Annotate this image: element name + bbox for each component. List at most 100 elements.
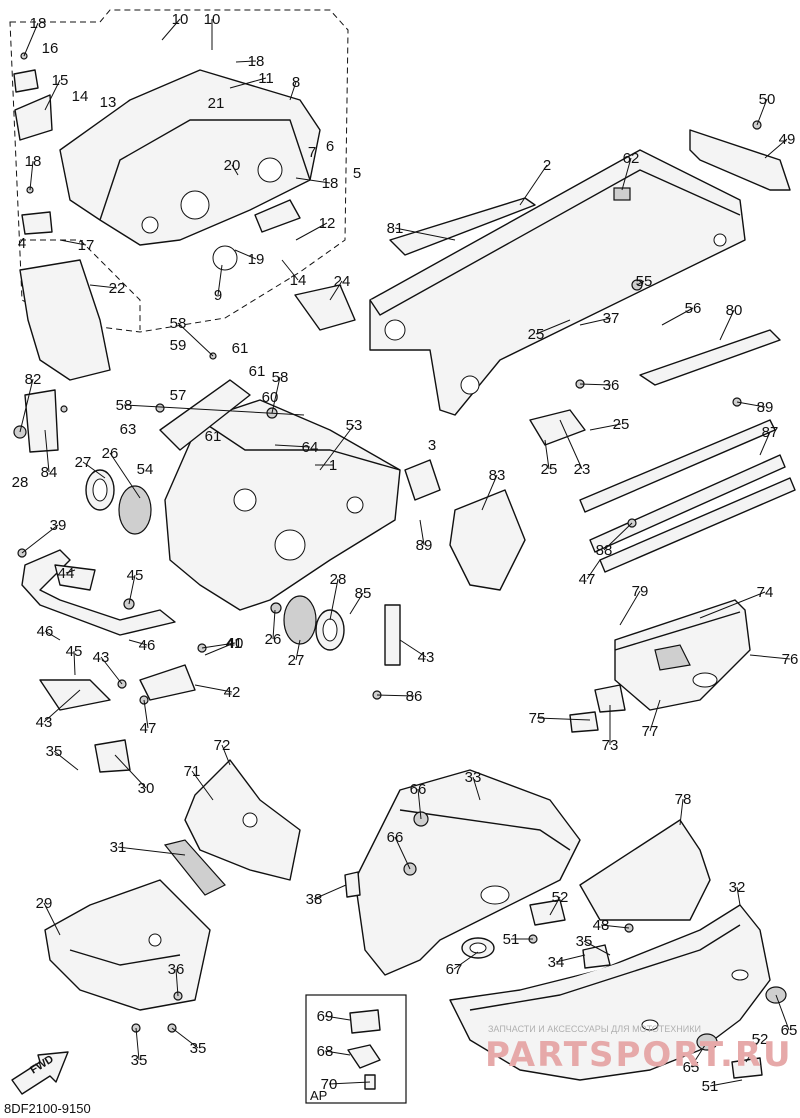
callout-67: 67 <box>446 961 463 978</box>
callout-85: 85 <box>355 585 372 602</box>
callout-21: 21 <box>208 95 225 112</box>
belly-pan-part-29 <box>44 879 211 1011</box>
callout-29: 29 <box>36 895 53 912</box>
callout-10: 10 <box>204 11 221 28</box>
diagram-code: 8DF2100-9150 <box>4 1101 91 1116</box>
callout-56: 56 <box>685 300 702 317</box>
leader-line <box>89 284 118 289</box>
leader-line <box>649 699 661 732</box>
callout-54: 54 <box>137 461 154 478</box>
bracket-part-38 <box>344 871 361 898</box>
leader-line <box>394 227 456 241</box>
group-boundary-lower <box>20 239 141 330</box>
callout-73: 73 <box>602 737 619 754</box>
callout-10: 10 <box>172 11 189 28</box>
callout-8: 8 <box>292 74 300 91</box>
leader-line <box>329 280 343 301</box>
leader-line <box>749 654 791 660</box>
leader-line <box>194 684 233 693</box>
callout-47: 47 <box>579 571 596 588</box>
leader-line <box>44 429 50 473</box>
plate-part-73 <box>594 684 626 713</box>
leader-line <box>123 404 305 416</box>
panel-part-78 <box>579 819 711 921</box>
callout-65: 65 <box>781 1022 798 1039</box>
leader-line <box>281 259 299 281</box>
callout-43: 43 <box>93 649 110 666</box>
callout-15: 15 <box>52 72 69 89</box>
leader-line <box>272 609 276 640</box>
callout-35: 35 <box>190 1040 207 1057</box>
callout-36: 36 <box>168 961 185 978</box>
ap-inset <box>305 994 407 1104</box>
long-pan-part-32 <box>449 904 771 1081</box>
leader-line <box>709 1079 743 1087</box>
callout-16: 16 <box>42 40 59 57</box>
callout-55: 55 <box>636 273 653 290</box>
pad-part-80 <box>639 329 781 386</box>
leader-line <box>419 519 425 546</box>
callout-69: 69 <box>317 1008 334 1025</box>
leader-line <box>536 717 591 721</box>
boot-part-26a <box>118 485 152 535</box>
panel-part-74-76 <box>614 599 751 711</box>
leader-line <box>586 559 601 580</box>
callout-70: 70 <box>321 1076 338 1093</box>
callout-61: 61 <box>249 363 266 380</box>
leader-line <box>329 578 339 621</box>
leader-line <box>394 836 411 870</box>
leader-line <box>271 376 281 414</box>
stay-part-85 <box>384 604 401 666</box>
callout-58: 58 <box>272 369 289 386</box>
leader-line <box>745 1038 761 1063</box>
leader-line <box>109 452 141 499</box>
callout-33: 33 <box>465 769 482 786</box>
chassis-tunnel-part-2 <box>369 149 746 416</box>
callout-45: 45 <box>127 567 144 584</box>
leader-line <box>636 280 645 286</box>
leader-line <box>177 322 214 357</box>
callout-1: 1 <box>329 457 337 474</box>
callout-19: 19 <box>248 251 265 268</box>
callout-63: 63 <box>120 421 137 438</box>
callout-26: 26 <box>102 445 119 462</box>
leader-line <box>759 431 771 456</box>
bracket-part-24 <box>294 284 356 331</box>
leader-line <box>143 699 149 729</box>
leader-line <box>161 18 181 41</box>
leader-line <box>53 750 79 771</box>
callout-6: 6 <box>326 138 334 155</box>
leader-line <box>621 157 632 191</box>
watermark-logo: PARTSPORT.RU <box>485 1035 793 1075</box>
leader-line <box>171 1027 199 1049</box>
plate-part-19 <box>254 199 301 233</box>
leader-line <box>128 639 148 646</box>
leader-line <box>699 591 766 619</box>
leader-line <box>43 689 81 723</box>
callout-58: 58 <box>116 397 133 414</box>
callout-13: 13 <box>100 94 117 111</box>
callout-27: 27 <box>75 454 92 471</box>
leader-line <box>736 886 741 906</box>
callout-31: 31 <box>110 839 127 856</box>
callout-50: 50 <box>759 91 776 108</box>
callout-82: 82 <box>25 371 42 388</box>
callout-52: 52 <box>752 1031 769 1048</box>
callout-23: 23 <box>574 461 591 478</box>
callout-59: 59 <box>170 337 187 354</box>
callout-77: 77 <box>642 723 659 740</box>
leader-line <box>191 770 214 801</box>
callout-18: 18 <box>322 175 339 192</box>
leader-line <box>229 77 267 89</box>
callout-9: 9 <box>214 287 222 304</box>
fwd-arrow: FWD <box>11 1051 69 1095</box>
leader-line <box>756 98 768 126</box>
callout-51: 51 <box>503 931 520 948</box>
leader-line <box>583 940 611 956</box>
callout-42: 42 <box>224 684 241 701</box>
callout-35: 35 <box>576 933 593 950</box>
leader-line <box>736 401 766 408</box>
leader-line <box>44 630 61 641</box>
leader-line <box>661 307 694 326</box>
